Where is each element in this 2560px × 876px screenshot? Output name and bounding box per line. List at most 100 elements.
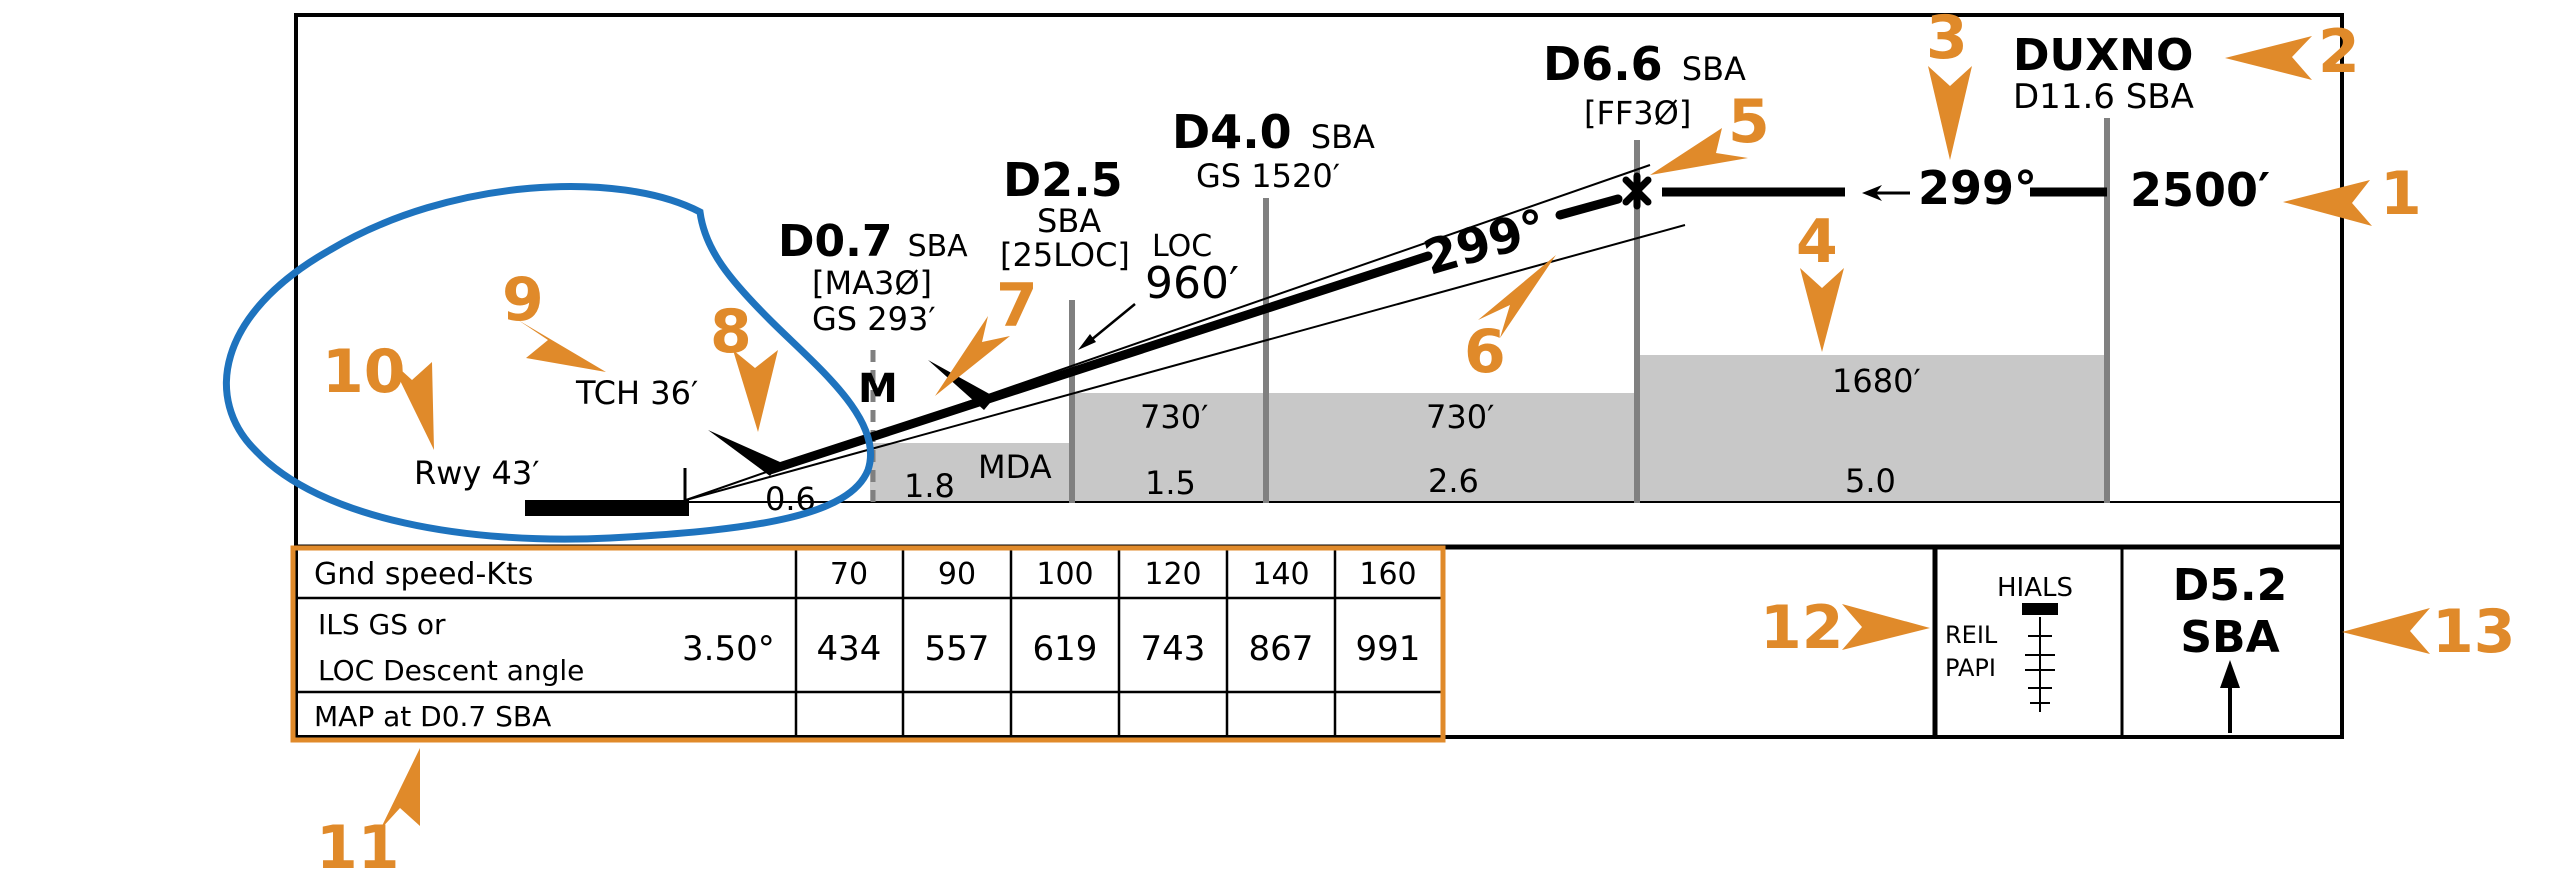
map-row-label: MAP at D0.7 SBA — [314, 700, 551, 733]
glidepath-flag-icon-d07 — [708, 430, 780, 476]
missed-fix-distance: D5.2 — [2173, 560, 2287, 611]
rate-160: 991 — [1356, 629, 1421, 669]
annotation-arrows — [380, 36, 2430, 830]
mda-label: MDA — [978, 448, 1052, 486]
hials-label: HIALS — [1997, 573, 2073, 603]
d25-ref: SBA — [1037, 202, 1101, 240]
annotation-10: 10 — [322, 337, 406, 407]
arrow-11-icon — [380, 748, 420, 830]
highlight-circle — [222, 183, 874, 543]
d66-ref-label: SBA — [1682, 50, 1746, 88]
annotation-13: 13 — [2432, 597, 2516, 667]
papi-label: PAPI — [1945, 654, 1996, 682]
runway-elevation: Rwy 43′ — [414, 454, 540, 492]
d07-fix-code: [MA3Ø] — [812, 264, 932, 302]
d25-loc-label: LOC — [1152, 229, 1212, 264]
profile-frame — [294, 13, 2344, 739]
rate-70: 434 — [817, 629, 882, 669]
hials-bar-icon — [2022, 603, 2058, 615]
annotation-9: 9 — [502, 265, 544, 335]
step-block-d66-duxno — [1637, 355, 2106, 503]
north-arrow-icon — [2220, 660, 2240, 733]
speed-160: 160 — [1359, 557, 1416, 592]
d07-ref-label: SBA — [908, 229, 969, 264]
d40-gs-altitude: GS 1520′ — [1196, 157, 1340, 195]
arrow-9-icon — [518, 320, 606, 372]
arrow-12-icon — [1842, 604, 1930, 650]
tch-label: TCH 36′ — [575, 374, 698, 412]
d25-distance: D2.5 — [1003, 153, 1123, 207]
d66-fix-code: [FF3Ø] — [1584, 94, 1691, 132]
d40-distance: D4.0 SBA — [1172, 105, 1375, 159]
arrow-3-icon — [1928, 66, 1972, 160]
d25-fix-code: [25LOC] — [1000, 236, 1130, 274]
annotation-4: 4 — [1796, 207, 1838, 277]
inbound-course: 299° — [1918, 161, 2037, 215]
glidepath-flag-icon-d25 — [928, 360, 995, 410]
d40-ref-label: SBA — [1311, 118, 1375, 156]
rate-120: 743 — [1141, 629, 1206, 669]
annotation-5: 5 — [1728, 87, 1770, 157]
lighting-box: HIALS REIL PAPI — [1945, 573, 2073, 712]
step-altitude-d66: 1680′ — [1832, 362, 1921, 400]
d07-gs-altitude: GS 293′ — [812, 300, 936, 338]
descent-row-label-line2: LOC Descent angle — [318, 654, 584, 687]
d40-dist-label: D4.0 — [1172, 105, 1292, 159]
arrow-13-icon — [2342, 608, 2430, 654]
d66-distance: D6.6 SBA — [1543, 37, 1746, 91]
missed-fix-ref: SBA — [2180, 612, 2279, 663]
arrow-10-icon — [390, 360, 434, 450]
rate-100: 619 — [1033, 629, 1098, 669]
speed-90: 90 — [938, 557, 976, 592]
arrow-8-icon — [733, 350, 778, 432]
step-altitude-d25: 730′ — [1140, 398, 1208, 436]
faf-cross-icon — [1622, 172, 1652, 210]
annotation-labels: 1 2 3 4 5 6 7 8 9 10 11 12 13 — [316, 3, 2516, 876]
speed-70: 70 — [830, 557, 868, 592]
final-course: 299° — [1418, 198, 1553, 286]
descent-row-label-line1: ILS GS or — [318, 608, 446, 641]
d66-dist-label: D6.6 — [1543, 37, 1663, 91]
duxno-name: DUXNO — [2013, 30, 2193, 81]
speed-140: 140 — [1252, 557, 1309, 592]
arrow-6-icon — [1478, 255, 1556, 338]
papi-lights-icon — [2025, 617, 2055, 712]
mda-step-block — [870, 443, 1072, 503]
groundspeed-table: Gnd speed-Kts 70 90 100 120 140 160 ILS … — [296, 547, 2124, 737]
annotation-3: 3 — [1926, 3, 1968, 73]
segment-distance-2: 1.5 — [1145, 464, 1196, 502]
step-block-d25-d66 — [1072, 393, 1637, 503]
descent-path — [765, 194, 1623, 475]
annotation-11: 11 — [316, 813, 400, 876]
step-altitude-d40: 730′ — [1426, 398, 1494, 436]
d07-distance: D0.7 SBA — [778, 216, 968, 267]
annotation-6: 6 — [1464, 317, 1506, 387]
reil-label: REIL — [1945, 621, 1998, 649]
segment-distance-3: 2.6 — [1428, 462, 1479, 500]
annotation-2: 2 — [2318, 17, 2360, 87]
inbound-arrow-icon — [1862, 185, 1910, 201]
rate-90: 557 — [925, 629, 990, 669]
descent-angle: 3.50° — [682, 629, 775, 669]
arrow-2-icon — [2225, 36, 2312, 80]
speed-100: 100 — [1036, 557, 1093, 592]
arrow-4-icon — [1800, 268, 1844, 352]
d07-marker-letter: M — [858, 366, 898, 412]
loc-pointer-arrow-icon — [1078, 303, 1136, 350]
duxno-distance: D11.6 SBA — [2013, 77, 2194, 117]
annotation-1: 1 — [2380, 159, 2422, 229]
segment-distance-1: 1.8 — [904, 467, 955, 505]
d25-loc-altitude: 960′ — [1145, 258, 1239, 309]
initial-altitude: 2500′ — [2130, 163, 2270, 217]
table-highlight-box — [290, 545, 1446, 743]
table-header-label: Gnd speed-Kts — [314, 557, 533, 592]
segment-distance-4: 5.0 — [1845, 462, 1896, 500]
rate-140: 867 — [1249, 629, 1314, 669]
arrow-7-icon — [935, 316, 1010, 396]
arrow-1-icon — [2283, 180, 2372, 226]
annotation-7: 7 — [996, 271, 1038, 341]
arrow-5-icon — [1650, 128, 1748, 175]
annotation-8: 8 — [710, 297, 752, 367]
speed-120: 120 — [1144, 557, 1201, 592]
